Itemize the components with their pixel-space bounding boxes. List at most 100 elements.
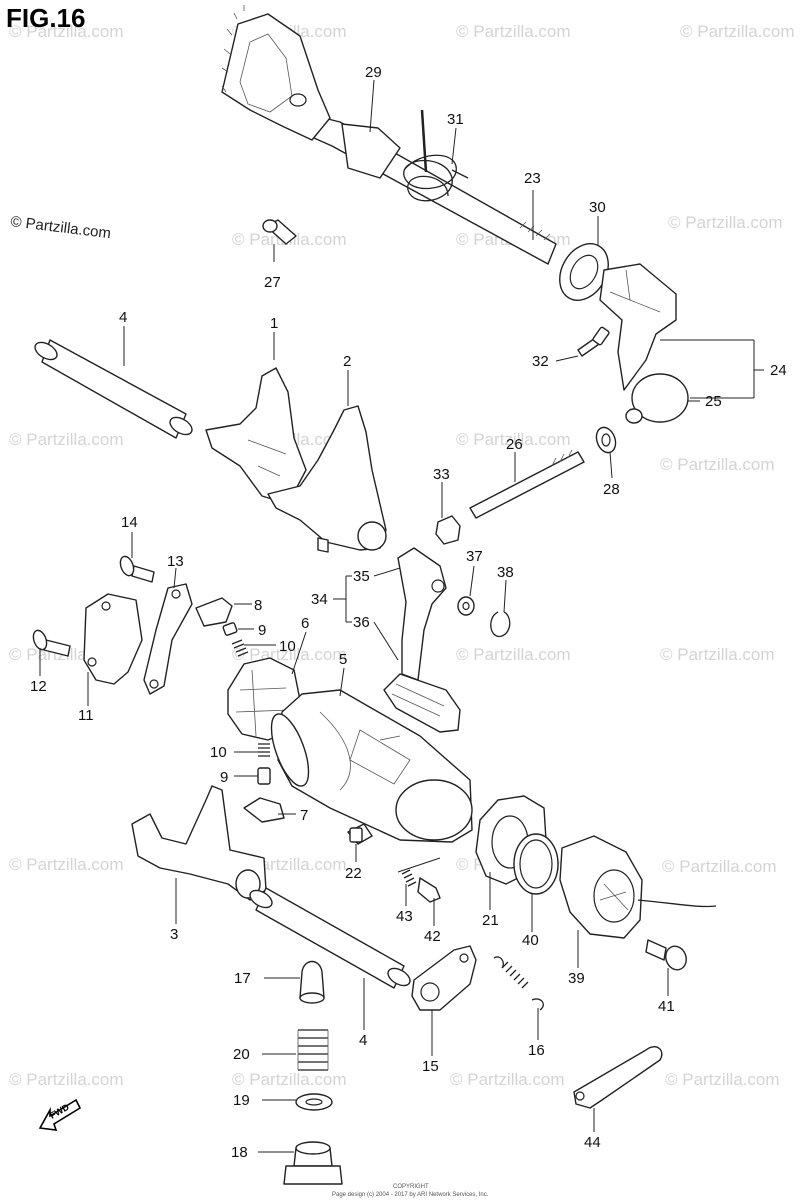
- callout-24: 24: [770, 362, 787, 379]
- callout-25: 25: [705, 393, 722, 410]
- shift-fork-part: [131, 785, 267, 901]
- callout-43: 43: [396, 908, 413, 925]
- circlip-part: [490, 611, 511, 638]
- watermark: © Partzilla.com: [660, 645, 775, 664]
- pin-part: [222, 622, 238, 636]
- cam-plate-part: [83, 593, 143, 685]
- callout-38: 38: [497, 564, 514, 581]
- nut-part: [435, 515, 461, 545]
- return-spring-part: [403, 109, 469, 202]
- screw-part: [32, 629, 71, 657]
- bolt-part: [645, 939, 687, 971]
- callout-3: 3: [170, 926, 178, 943]
- callout-18: 18: [231, 1144, 248, 1161]
- watermark: © Partzilla.com: [232, 645, 347, 664]
- callout-33: 33: [433, 466, 450, 483]
- footer-copyright: COPYRIGHT: [393, 1184, 429, 1190]
- callout-19: 19: [233, 1092, 250, 1109]
- watermark: © Partzilla.com: [668, 213, 783, 232]
- callout-20: 20: [233, 1046, 250, 1063]
- spring-part: [231, 639, 249, 657]
- callout-31: 31: [447, 111, 464, 128]
- cap-part: [299, 960, 325, 1004]
- callout-10: 10: [210, 744, 227, 761]
- callout-2: 2: [343, 353, 351, 370]
- cam-stopper-lever-part: [411, 945, 477, 1011]
- callout-6: 6: [301, 615, 309, 632]
- callout-13: 13: [167, 553, 184, 570]
- callout-10: 10: [279, 638, 296, 655]
- pin-part: [262, 219, 297, 245]
- callout-29: 29: [365, 64, 382, 81]
- callout-labels: 29 31 23 30 27 4 1 2 32 24 25 26 33 28 1…: [30, 64, 787, 1161]
- watermark: © Partzilla.com: [9, 430, 124, 449]
- watermark: © Partzilla.com: [450, 1070, 565, 1089]
- figure-title: FIG.16: [6, 3, 85, 33]
- callout-32: 32: [532, 353, 549, 370]
- leader-line: [397, 857, 441, 873]
- nut-part: [595, 426, 617, 454]
- watermark: © Partzilla.com: [9, 855, 124, 874]
- pin-part: [257, 767, 271, 785]
- copyright-text: © Partzilla.com: [10, 213, 112, 242]
- callout-35: 35: [353, 568, 370, 585]
- plug-part: [283, 1141, 343, 1185]
- callout-27: 27: [264, 274, 281, 291]
- watermark: © Partzilla.com: [232, 1070, 347, 1089]
- callout-8: 8: [254, 597, 262, 614]
- link-rod-part: [469, 449, 585, 519]
- bolt-part: [577, 326, 610, 357]
- callout-37: 37: [466, 548, 483, 565]
- callout-12: 12: [30, 678, 47, 695]
- callout-15: 15: [422, 1058, 439, 1075]
- callout-30: 30: [589, 199, 606, 216]
- washer-part: [457, 596, 475, 616]
- callout-22: 22: [345, 865, 362, 882]
- washer-part: [295, 1093, 333, 1111]
- shift-fork-part: [267, 405, 387, 553]
- callout-42: 42: [424, 928, 441, 945]
- pawl-part: [195, 597, 233, 627]
- callout-26: 26: [506, 436, 523, 453]
- callout-23: 23: [524, 170, 541, 187]
- spring-part: [297, 1029, 329, 1071]
- callout-5: 5: [339, 651, 347, 668]
- leader-lines: [39, 79, 764, 1153]
- oil-seal-part: [559, 243, 609, 301]
- callout-40: 40: [522, 932, 539, 949]
- callout-11: 11: [78, 707, 94, 724]
- spring-part: [401, 869, 417, 887]
- callout-4: 4: [119, 309, 127, 326]
- return-spring-part: [493, 956, 544, 1011]
- watermark: © Partzilla.com: [456, 430, 571, 449]
- callout-4: 4: [359, 1032, 367, 1049]
- gearshift-cam-part: [270, 689, 473, 845]
- callout-1: 1: [270, 315, 278, 332]
- clamp-part: [573, 1046, 663, 1109]
- shift-lever-part: [599, 263, 689, 424]
- watermark: © Partzilla.com: [456, 645, 571, 664]
- o-ring-part: [513, 833, 559, 895]
- callout-41: 41: [658, 998, 675, 1015]
- spring-part: [258, 743, 270, 757]
- callout-9: 9: [220, 769, 228, 786]
- contact-part: [417, 877, 441, 903]
- fork-shaft-part: [34, 339, 193, 439]
- pin-part: [349, 827, 363, 843]
- footer-notice: Page design (c) 2004 - 2017 by ARI Netwo…: [332, 1192, 489, 1198]
- watermark: © Partzilla.com: [456, 22, 571, 41]
- callout-28: 28: [603, 481, 620, 498]
- callout-17: 17: [234, 970, 251, 987]
- shift-fork-part: [205, 367, 307, 505]
- callout-16: 16: [528, 1042, 545, 1059]
- callout-44: 44: [584, 1134, 601, 1151]
- watermark: © Partzilla.com: [662, 857, 777, 876]
- callout-34: 34: [311, 591, 328, 608]
- callout-36: 36: [353, 614, 370, 631]
- callout-14: 14: [121, 514, 138, 531]
- watermark: © Partzilla.com: [9, 1070, 124, 1089]
- gear-position-switch-part: [559, 835, 717, 939]
- fwd-arrow-icon: FWD: [38, 1098, 82, 1131]
- watermark: © Partzilla.com: [660, 455, 775, 474]
